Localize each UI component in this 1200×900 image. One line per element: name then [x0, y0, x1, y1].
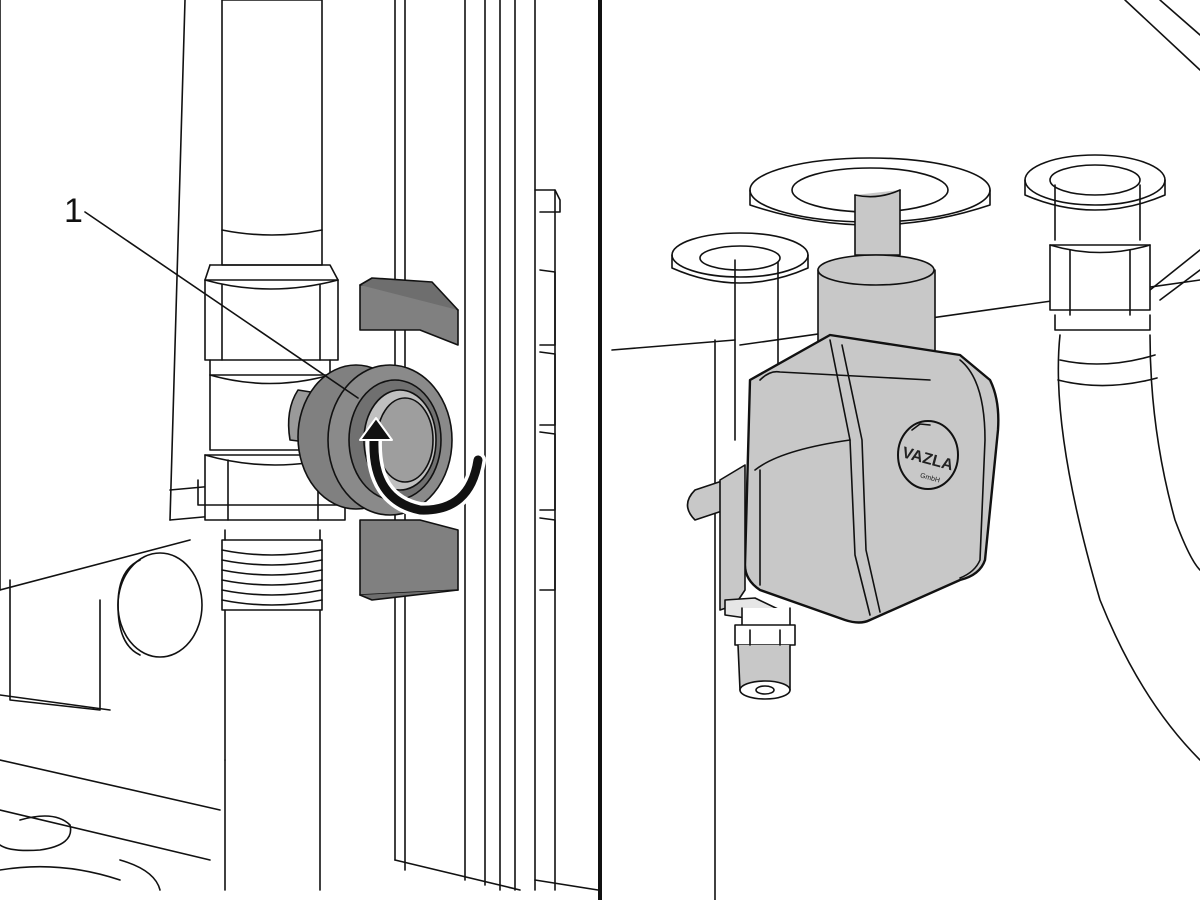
- brand-logo: VAZLA GmbH: [897, 420, 959, 490]
- callout-1: 1: [64, 192, 359, 399]
- pump-housing: [719, 333, 1000, 624]
- rotation-arrow-icon: [359, 417, 486, 519]
- left-vertical-rails: [224, 0, 599, 891]
- outlet-fitting: [734, 607, 796, 700]
- left-background-structure: [0, 0, 226, 891]
- callout-number: 1: [64, 192, 83, 230]
- right-panel: VAZLA GmbH: [611, 0, 1200, 900]
- pipe-flanges: [671, 154, 1166, 284]
- valve-handle: [359, 277, 459, 601]
- pipe-assembly: [197, 0, 351, 891]
- left-panel: 1: [0, 0, 599, 891]
- right-hose: [1049, 184, 1200, 761]
- power-cable: [854, 189, 901, 256]
- logo-subtext: GmbH: [919, 472, 940, 484]
